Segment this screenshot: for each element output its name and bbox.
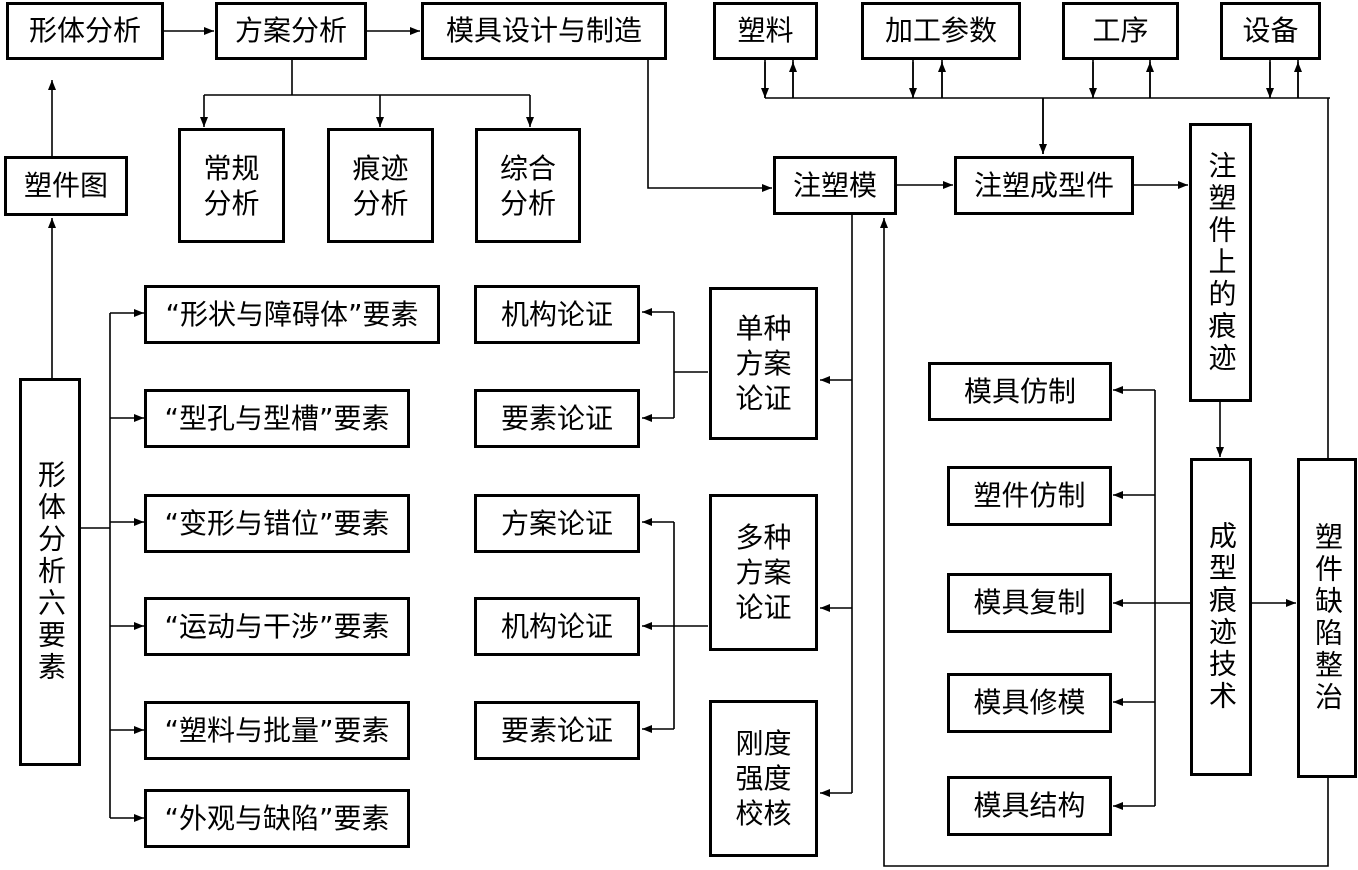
node-zonghe-fenxi: 综合 分析 [475,128,581,243]
arrow-muju-to-zhusumo [647,60,772,192]
node-muju-fangzhi: 模具仿制 [928,362,1112,421]
node-liu-yaosu-label: 形体分析六要素 [34,460,67,684]
node-yaosu-bianxing-label: “变形与错位”要素 [164,506,390,540]
node-duozhong-lunzheng-label: 多种 方案 论证 [735,521,792,624]
node-gangdu-jiaohe-label: 刚度 强度 校核 [735,727,792,830]
node-yaosu-yundong-label: “运动与干涉”要素 [164,609,390,643]
node-yaosu-suliao: “塑料与批量”要素 [144,701,410,760]
node-jiagong-canshu-label: 加工参数 [884,14,997,48]
branch-fangan-analyses [204,60,530,96]
node-zhusu-chengxingjian-label: 注塑成型件 [973,168,1114,202]
node-danzhong-lunzheng: 单种 方案 论证 [709,287,818,440]
branch-danzhong [673,312,708,418]
node-xingti-fenxi: 形体分析 [6,2,164,60]
node-sujian-fangzhi: 塑件仿制 [947,466,1112,526]
node-muju-jiegou: 模具结构 [947,776,1112,836]
node-yaosu-suliao-label: “塑料与批量”要素 [164,713,390,747]
node-shebei: 设备 [1220,2,1321,60]
branch-six-elements [80,313,111,818]
node-jigou-lunzheng-2-label: 机构论证 [500,609,613,643]
node-zhusu-mo-label: 注塑模 [792,168,877,202]
node-liu-yaosu: 形体分析六要素 [19,378,81,766]
node-sujian-tu-label: 塑件图 [23,169,108,203]
node-yaosu-xingkong-label: “型孔与型槽”要素 [164,401,390,435]
node-muju-jiegou-label: 模具结构 [973,789,1086,823]
node-gongxu-label: 工序 [1092,14,1149,48]
node-zhusu-mo: 注塑模 [773,156,897,215]
branch-duozhong [673,522,708,729]
node-muju-sheji: 模具设计与制造 [421,2,667,60]
node-jigou-lunzheng-2: 机构论证 [474,597,640,656]
node-gongxu: 工序 [1062,2,1179,60]
node-jigou-lunzheng-1-label: 机构论证 [500,297,613,331]
node-jigou-lunzheng-1: 机构论证 [474,285,640,344]
node-yaosu-xingzhuang: “形状与障碍体”要素 [144,285,440,344]
node-zhusu-chengxingjian: 注塑成型件 [954,156,1134,215]
node-yaosu-yundong: “运动与干涉”要素 [144,597,410,656]
node-xingti-fenxi-label: 形体分析 [28,14,141,48]
node-zonghe-fenxi-label: 综合 分析 [499,151,556,220]
branch-chengxing-tech [1154,390,1190,806]
node-gangdu-jiaohe: 刚度 强度 校核 [709,700,818,857]
node-jiagong-canshu: 加工参数 [861,2,1021,60]
node-chengxing-henji-jishu-label: 成型痕迹技术 [1205,521,1238,713]
node-sujian-quexian-zhengzhi-label: 塑件缺陷整治 [1311,522,1344,714]
node-zhusu-henji: 注塑件上的痕迹 [1189,123,1252,402]
node-changgui-fenxi-label: 常规 分析 [203,151,260,220]
node-yaosu-waiguan: “外观与缺陷”要素 [144,789,410,848]
node-yaosu-bianxing: “变形与错位”要素 [144,494,410,553]
node-zhusu-henji-label: 注塑件上的痕迹 [1204,150,1238,375]
node-shebei-label: 设备 [1242,14,1299,48]
node-yaosu-lunzheng-2: 要素论证 [474,701,640,760]
node-fangan-lunzheng: 方案论证 [474,494,640,553]
node-muju-fuzhi-label: 模具复制 [973,586,1086,620]
node-yaosu-lunzheng-1-label: 要素论证 [500,401,613,435]
node-muju-sheji-label: 模具设计与制造 [445,14,642,48]
node-suliao: 塑料 [713,2,818,60]
node-duozhong-lunzheng: 多种 方案 论证 [709,494,818,651]
node-muju-xiumo: 模具修模 [947,673,1112,733]
node-fangan-fenxi: 方案分析 [215,2,367,60]
node-sujian-tu: 塑件图 [4,156,128,216]
node-henji-fenxi-label: 痕迹 分析 [352,151,409,220]
node-muju-xiumo-label: 模具修模 [973,686,1086,720]
node-sujian-fangzhi-label: 塑件仿制 [973,479,1086,513]
node-suliao-label: 塑料 [737,14,794,48]
node-changgui-fenxi: 常规 分析 [178,128,285,243]
node-chengxing-henji-jishu: 成型痕迹技术 [1190,458,1252,776]
node-yaosu-lunzheng-2-label: 要素论证 [500,713,613,747]
node-yaosu-waiguan-label: “外观与缺陷”要素 [164,801,390,835]
node-yaosu-xingkong: “型孔与型槽”要素 [144,389,410,448]
node-fangan-fenxi-label: 方案分析 [234,14,347,48]
node-yaosu-xingzhuang-label: “形状与障碍体”要素 [165,297,419,331]
node-sujian-quexian-zhengzhi: 塑件缺陷整治 [1297,458,1357,778]
node-yaosu-lunzheng-1: 要素论证 [474,389,640,448]
node-muju-fuzhi: 模具复制 [947,573,1112,633]
node-fangan-lunzheng-label: 方案论证 [500,506,613,540]
loop-defect-to-zhusumo [880,218,1329,867]
node-muju-fangzhi-label: 模具仿制 [963,374,1076,408]
node-danzhong-lunzheng-label: 单种 方案 论证 [735,312,792,415]
node-henji-fenxi: 痕迹 分析 [327,128,434,243]
